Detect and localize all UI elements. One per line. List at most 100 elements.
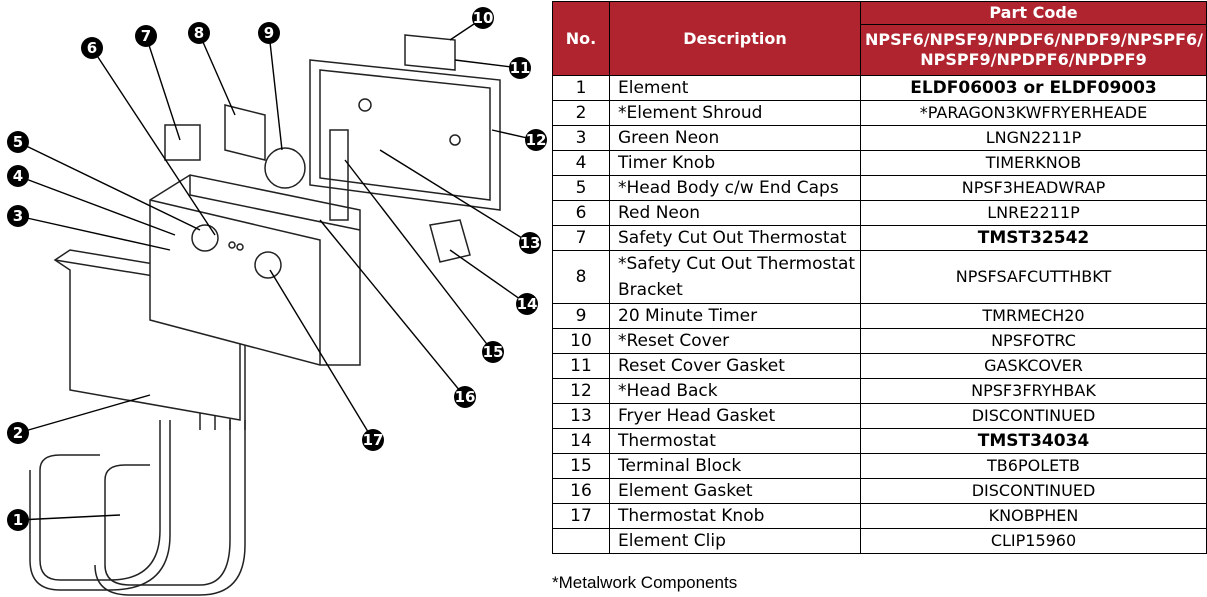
row-part-code: ELDF06003 or ELDF09003 [860, 75, 1207, 101]
parts-table: No. Description Part Code NPSF6/NPSF9/NP… [552, 1, 1207, 554]
row-part-code: CLIP15960 [860, 528, 1207, 554]
svg-text:9: 9 [264, 24, 274, 42]
callout-16: 16 [454, 386, 476, 408]
head-back [309, 59, 501, 211]
callout-15: 15 [482, 341, 504, 363]
row-part-code: *PARAGON3KWFRYERHEADE [860, 100, 1207, 126]
row-description: *Element Shroud [609, 100, 861, 126]
header-models: NPSF6/NPSF9/NPDF6/NPDF9/NPSPF6/ NPSPF9/N… [860, 24, 1207, 76]
row-number: 17 [552, 503, 610, 529]
svg-text:3: 3 [13, 207, 23, 225]
row-description: Thermostat Knob [609, 503, 861, 529]
row-number: 13 [552, 403, 610, 429]
safety-cutout-bracket [224, 104, 266, 161]
row-description: Green Neon [609, 125, 861, 151]
row-number: 1 [552, 75, 610, 101]
terminal-block [329, 129, 349, 221]
row-part-code: KNOBPHEN [860, 503, 1207, 529]
callout-1: 1 [7, 509, 29, 531]
callout-11: 11 [509, 57, 531, 79]
head-back-inner [319, 69, 491, 201]
head-body-front-edge [149, 199, 321, 365]
row-number: 8 [552, 250, 610, 304]
svg-text:15: 15 [483, 343, 504, 361]
green-neon [228, 241, 236, 249]
thermostat-body [429, 219, 471, 263]
row-description: Terminal Block [609, 453, 861, 479]
row-description: Timer Knob [609, 150, 861, 176]
head-body-top [189, 175, 361, 231]
row-description: Thermostat [609, 428, 861, 454]
row-number: 11 [552, 353, 610, 379]
reset-cover [404, 34, 456, 71]
svg-text:11: 11 [510, 59, 531, 77]
element-loop-d [94, 420, 246, 596]
row-part-code: TMRMECH20 [860, 303, 1207, 329]
row-number: 12 [552, 378, 610, 404]
diagram-drawing [29, 34, 501, 596]
element-loop-c [104, 420, 231, 586]
svg-text:1: 1 [13, 511, 23, 529]
callout-2: 2 [7, 422, 29, 444]
row-description: *Safety Cut Out Thermostat Bracket [609, 250, 861, 304]
row-description: Fryer Head Gasket [609, 403, 861, 429]
svg-text:5: 5 [13, 133, 23, 151]
callout-17: 17 [362, 429, 384, 451]
table-row: 2*Element Shroud*PARAGON3KWFRYERHEADE [552, 100, 1207, 126]
row-description: Reset Cover Gasket [609, 353, 861, 379]
callout-4: 4 [7, 165, 29, 187]
leader-lines [17, 17, 537, 521]
row-number: 9 [552, 303, 610, 329]
head-back-hole [358, 98, 372, 112]
callouts: 1 2 3 4 5 6 7 8 9 10 11 12 13 14 15 16 1… [7, 7, 547, 531]
element-loop-b [29, 420, 171, 591]
row-part-code: NPSFOTRC [860, 328, 1207, 354]
callout-14: 14 [516, 293, 538, 315]
callout-5: 5 [7, 131, 29, 153]
svg-text:16: 16 [455, 388, 476, 406]
row-number: 15 [552, 453, 610, 479]
row-number: 6 [552, 200, 610, 226]
row-part-code: TIMERKNOB [860, 150, 1207, 176]
row-part-code: DISCONTINUED [860, 478, 1207, 504]
svg-text:13: 13 [520, 234, 541, 252]
row-part-code: NPSF3FRYHBAK [860, 378, 1207, 404]
minute-timer [264, 147, 306, 189]
row-part-code: NPSFSAFCUTTHBKT [860, 250, 1207, 304]
row-description: Red Neon [609, 200, 861, 226]
row-number: 10 [552, 328, 610, 354]
header-no: No. [552, 1, 610, 76]
callout-10: 10 [472, 7, 494, 29]
header-part-code: Part Code [860, 1, 1207, 25]
header-description: Description [609, 1, 861, 76]
timer-knob [191, 224, 219, 252]
row-part-code: TMST34034 [860, 428, 1207, 454]
callout-9: 9 [258, 22, 280, 44]
row-number: 3 [552, 125, 610, 151]
row-part-code: LNRE2211P [860, 200, 1207, 226]
row-part-code: DISCONTINUED [860, 403, 1207, 429]
svg-text:4: 4 [13, 167, 23, 185]
row-description: Element [609, 75, 861, 101]
row-description: Element Gasket [609, 478, 861, 504]
callout-13: 13 [519, 232, 541, 254]
svg-text:14: 14 [517, 295, 538, 313]
callout-8: 8 [188, 22, 210, 44]
row-number: 2 [552, 100, 610, 126]
